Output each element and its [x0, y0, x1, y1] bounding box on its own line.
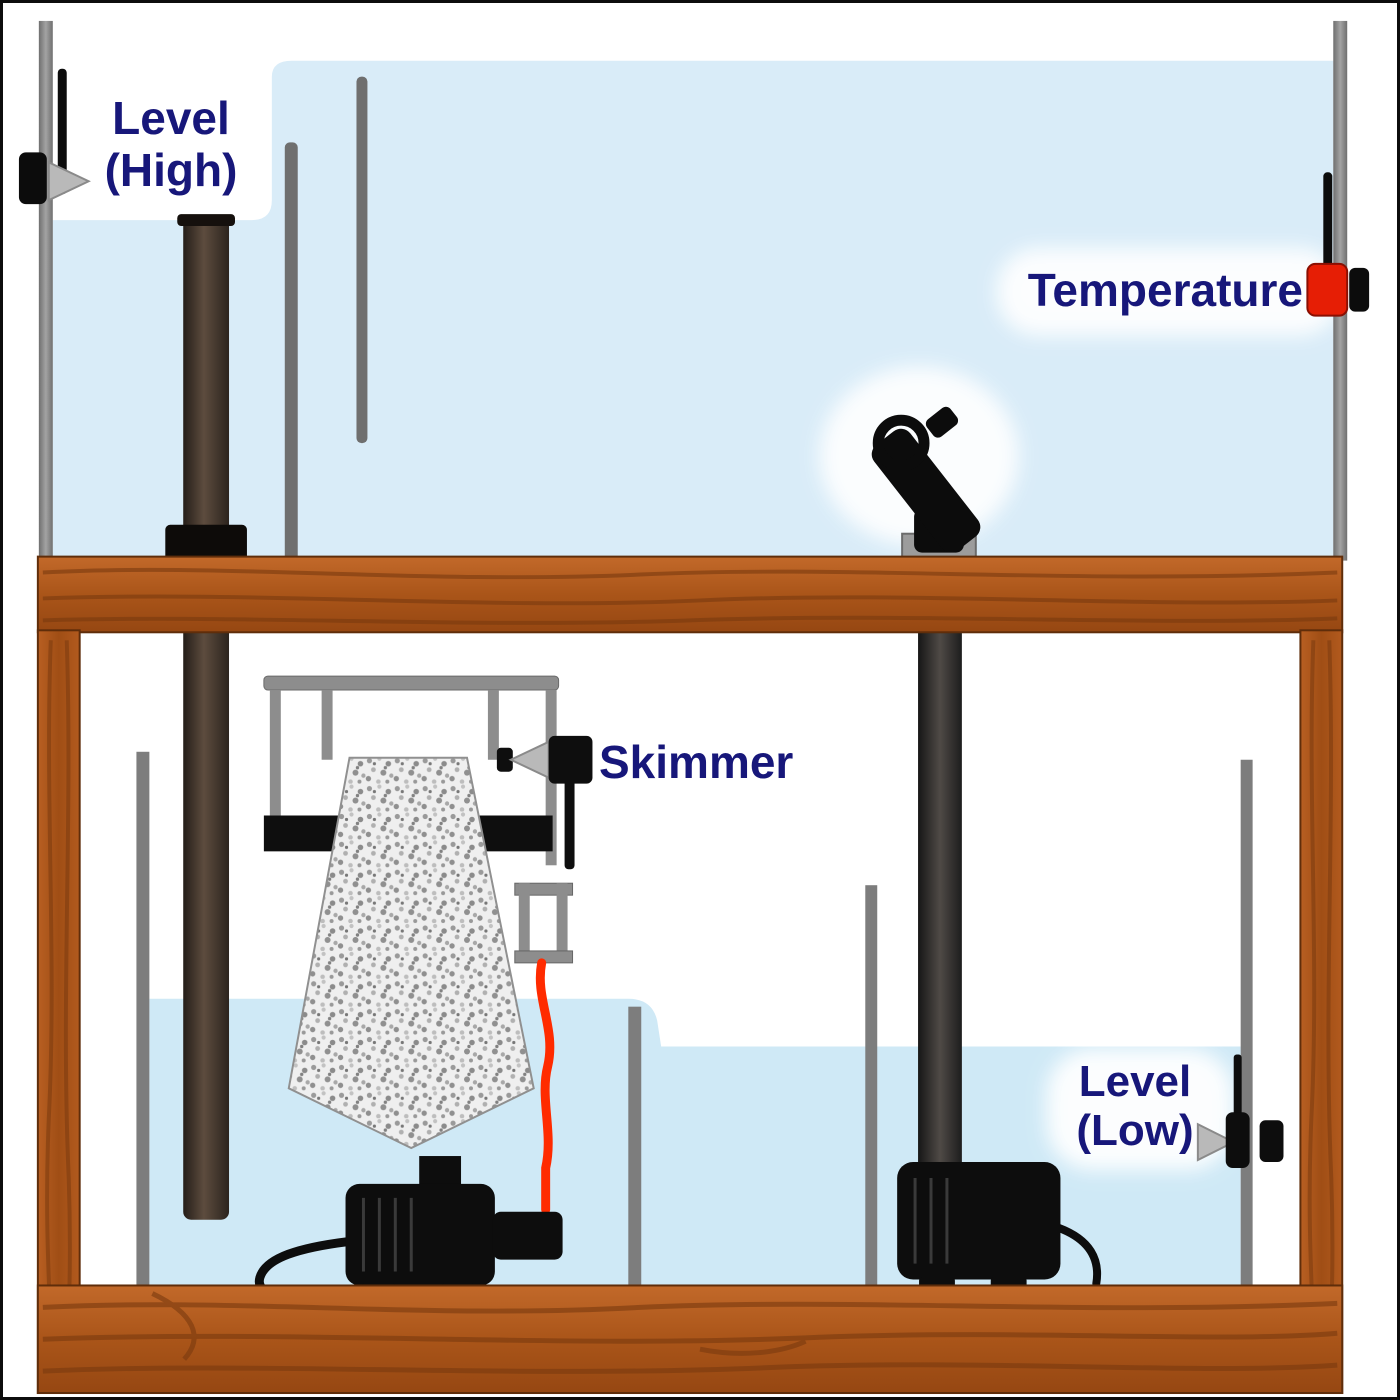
stand-right-post — [1299, 629, 1344, 1395]
return-pump-cord — [1054, 1223, 1102, 1288]
level-low-sensor-rod — [1233, 1054, 1242, 1121]
temperature-sensor-body — [1306, 262, 1349, 317]
sump-baffle-2 — [865, 885, 878, 1288]
stand-bottom-rail — [36, 1284, 1344, 1395]
return-nozzle-tip — [925, 406, 959, 438]
skimmer-pump-outlet — [492, 1211, 563, 1260]
overflow-standpipe-lower — [183, 600, 230, 1220]
skimmer-hanger-rod-3 — [487, 690, 499, 760]
level-high-label: Level (High) — [83, 92, 259, 196]
tank-probe-rod-1 — [284, 142, 298, 561]
main-tank — [18, 20, 1370, 561]
skimmer-fitting-top — [514, 882, 574, 896]
level-high-sensor — [18, 68, 91, 205]
skimmer-cone — [287, 756, 535, 1150]
level-low-sensor-clamp-outer — [1259, 1120, 1284, 1163]
level-low-label-line2: (Low) — [1076, 1106, 1194, 1156]
level-low-sensor — [1196, 1054, 1284, 1168]
skimmer-pump-body — [345, 1183, 495, 1286]
level-high-sensor-clamp — [18, 152, 47, 205]
tank-left-glass-wall — [38, 20, 53, 561]
return-pump-strainer — [913, 1177, 949, 1264]
skimmer-pump-strainer — [361, 1197, 413, 1272]
diagram-scene — [18, 20, 1370, 1395]
overflow-standpipe-upper — [183, 218, 230, 537]
skimmer-hanger-bar — [263, 675, 560, 691]
temperature-sensor — [1306, 172, 1370, 317]
return-pipe-lower — [918, 600, 962, 1178]
temperature-label-glow — [996, 247, 1342, 336]
level-low-label-line1: Level — [1078, 1057, 1192, 1106]
skimmer-sensor-float — [508, 740, 550, 780]
skimmer-fitting-right — [556, 883, 568, 963]
level-high-sensor-float — [47, 160, 91, 202]
return-nozzle-pipe — [871, 428, 981, 553]
sump-right-wall — [1240, 759, 1253, 1288]
red-airline-tube — [535, 958, 555, 1215]
return-nozzle-ring — [872, 414, 930, 472]
level-low-label-glow — [1046, 1048, 1234, 1170]
stand-left-post — [36, 629, 81, 1395]
return-pump-assembly — [897, 600, 1102, 1290]
skimmer-sensor-nub — [496, 747, 513, 772]
temperature-sensor-rod — [1323, 172, 1333, 270]
skimmer-hanger-rod-1 — [269, 690, 281, 840]
sump-baffle-1 — [628, 1006, 642, 1288]
sump-left-wall — [136, 751, 150, 1288]
skimmer-label: Skimmer — [599, 736, 794, 788]
level-high-label-line1: Level — [112, 92, 230, 144]
temperature-label: Temperature — [1027, 264, 1303, 316]
skimmer-sensor-body — [548, 735, 593, 784]
wood-stand — [36, 555, 1344, 1395]
skimmer-sensor — [496, 735, 593, 870]
level-low-label: Level (Low) — [1055, 1057, 1215, 1156]
level-low-sensor-clamp-inner — [1225, 1112, 1250, 1168]
temperature-sensor-clamp — [1349, 267, 1370, 312]
overflow-standpipe-cap — [177, 214, 236, 227]
skimmer-hanger-rod-2 — [321, 690, 333, 760]
return-nozzle — [871, 406, 981, 561]
overflow-standpipe-collar — [165, 524, 247, 561]
sump — [136, 600, 1284, 1298]
stand-top-rail — [36, 555, 1344, 634]
skimmer-fitting — [514, 882, 574, 964]
protein-skimmer — [263, 756, 553, 1150]
tank-probe-rod-2 — [356, 76, 368, 444]
level-high-label-line2: (High) — [104, 143, 238, 196]
level-low-sensor-float — [1196, 1122, 1236, 1162]
level-high-sensor-rod — [57, 68, 67, 195]
return-pump-body — [897, 1162, 1061, 1280]
skimmer-fitting-left — [518, 883, 530, 963]
